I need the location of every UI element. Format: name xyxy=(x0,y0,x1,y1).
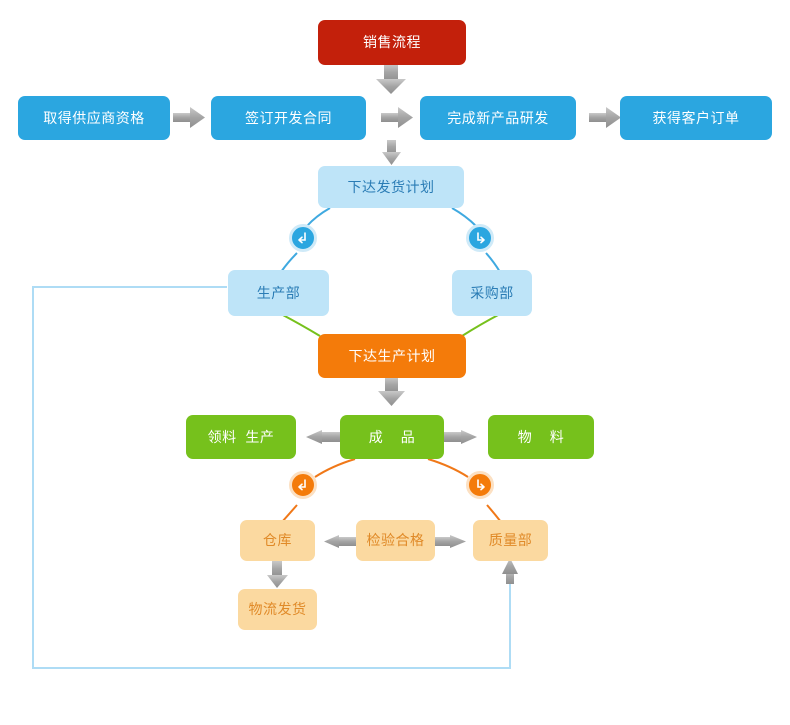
node-new-product-rnd[interactable]: 完成新产品研发 xyxy=(420,96,576,140)
arrow-supply-1 xyxy=(173,107,205,128)
curve-prod-dept-to-plan xyxy=(280,313,321,337)
arrow-finished-to-material xyxy=(443,430,477,444)
arrow-rnd-to-shipping xyxy=(382,140,401,165)
arrow-inspect-to-warehouse xyxy=(324,535,356,548)
curve-finished-right-top xyxy=(427,458,469,478)
arrow-inspect-to-quality xyxy=(433,535,466,548)
node-inspection-passed[interactable]: 检验合格 xyxy=(356,520,435,561)
chevron-down-left-icon xyxy=(289,224,317,252)
node-purchasing-dept[interactable]: 采购部 xyxy=(452,270,532,316)
arrow-plan-to-finished xyxy=(378,377,405,406)
curve-shipping-left-top xyxy=(306,207,331,227)
arrow-supply-2 xyxy=(381,107,413,128)
curve-finished-left-top xyxy=(314,458,356,478)
node-customer-order[interactable]: 获得客户订单 xyxy=(620,96,772,140)
node-picking-production[interactable]: 领料 生产 xyxy=(186,415,296,459)
node-supplier-qualification[interactable]: 取得供应商资格 xyxy=(18,96,170,140)
curve-purchase-dept-to-plan xyxy=(461,313,501,337)
node-finished-goods[interactable]: 成 品 xyxy=(340,415,444,459)
node-logistics-shipping[interactable]: 物流发货 xyxy=(238,589,317,630)
node-sales-process[interactable]: 销售流程 xyxy=(318,20,466,65)
arrow-sales-to-row xyxy=(376,64,406,94)
chevron-down-right-icon-orange xyxy=(466,471,494,499)
node-warehouse[interactable]: 仓库 xyxy=(240,520,315,561)
node-production-plan[interactable]: 下达生产计划 xyxy=(318,334,466,378)
curve-shipping-right-top xyxy=(451,207,477,227)
node-development-contract[interactable]: 签订开发合同 xyxy=(211,96,366,140)
node-shipping-plan[interactable]: 下达发货计划 xyxy=(318,166,464,208)
node-quality-dept[interactable]: 质量部 xyxy=(473,520,548,561)
arrow-warehouse-to-logistics xyxy=(267,561,288,588)
chevron-down-right-icon xyxy=(466,224,494,252)
arrow-finished-to-picking xyxy=(306,430,340,444)
arrow-loop-to-quality xyxy=(502,558,518,584)
chevron-down-left-icon-orange xyxy=(289,471,317,499)
arrow-supply-3 xyxy=(589,107,621,128)
node-material[interactable]: 物 料 xyxy=(488,415,594,459)
node-production-dept[interactable]: 生产部 xyxy=(228,270,329,316)
